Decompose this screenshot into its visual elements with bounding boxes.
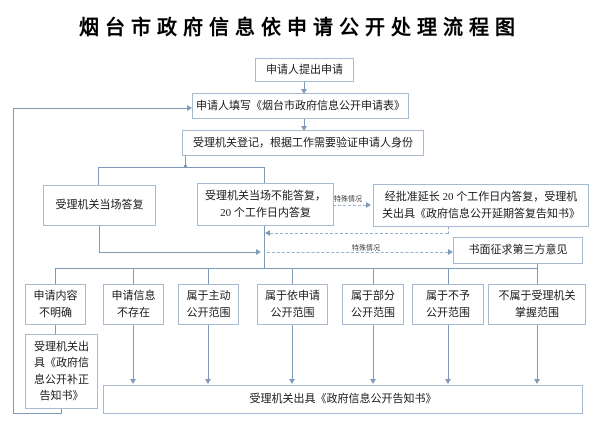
arrow-into-register — [301, 126, 307, 131]
connector-drop-not-disclosed — [448, 268, 449, 284]
connector-drop-unclear — [55, 268, 56, 284]
connector-loop-bottom — [13, 413, 62, 414]
arrow-loop-into-fill-form — [187, 105, 192, 111]
arrow-into-third-party — [448, 249, 453, 255]
connector-to-cannot-reply — [264, 167, 265, 183]
arrow-into-notice-5 — [445, 379, 451, 384]
connector-third-party-to-not-held — [537, 264, 538, 284]
box-category-unclear: 申请内容 不明确 — [25, 284, 86, 325]
connector-not-exist-down — [133, 325, 134, 379]
box-register: 受理机关登记，根据工作需要验证申请人身份 — [182, 130, 424, 156]
connector-unclear-to-supplement — [55, 325, 56, 334]
connector-onsite-down — [99, 226, 100, 252]
connector-supplement-down — [61, 409, 62, 414]
arrow-into-fill-form — [301, 89, 307, 94]
arrow-into-notice-3 — [289, 379, 295, 384]
connector-loop-top — [13, 108, 187, 109]
connector-to-onsite — [98, 167, 99, 185]
connector-loop-left — [13, 108, 14, 414]
dashed-special-case-1 — [333, 205, 366, 206]
box-category-not-held: 不属于受理机关 掌握范围 — [488, 284, 586, 325]
box-fill-form: 申请人填写《烟台市政府信息公开申请表》 — [192, 93, 409, 119]
connector-not-disclosed-down — [448, 325, 449, 379]
connector-cannot-reply-down — [264, 226, 265, 268]
connector-drop-partial — [373, 268, 374, 284]
arrow-into-extended-reply — [366, 202, 371, 208]
connector-partial-down — [373, 325, 374, 379]
connector-drop-upon-request — [292, 268, 293, 284]
connector-top-branch — [98, 167, 265, 168]
connector-apply-to-fill — [304, 82, 305, 91]
box-category-not-disclosed: 属于不予 公开范围 — [412, 284, 484, 325]
box-supplement-notice: 受理机关出 具《政府信 息公开补正 告知书》 — [25, 334, 98, 409]
arrow-into-notice-2 — [205, 379, 211, 384]
box-category-partial: 属于部分 公开范围 — [342, 284, 404, 325]
connector-proactive-down — [208, 325, 209, 379]
dashed-extended-return — [270, 233, 448, 234]
arrow-extended-into-main — [265, 230, 270, 236]
dashed-special-case-2 — [267, 252, 448, 253]
connector-drop-not-exist — [133, 268, 134, 284]
connector-not-held-down — [537, 325, 538, 379]
arrow-into-notice-1 — [130, 379, 136, 384]
connector-category-branch — [55, 268, 538, 269]
box-onsite-reply: 受理机关当场答复 — [43, 185, 156, 226]
box-apply: 申请人提出申请 — [255, 58, 354, 82]
page-title: 烟台市政府信息依申请公开处理流程图 — [79, 17, 521, 39]
connector-onsite-right — [99, 252, 256, 253]
box-seek-third-party-opinion: 书面征求第三方意见 — [453, 237, 583, 264]
connector-drop-proactive — [208, 268, 209, 284]
box-cannot-reply-20days: 受理机关当场不能答复， 20 个工作日内答复 — [197, 183, 334, 226]
arrow-into-notice-4 — [370, 379, 376, 384]
label-special-case-2: 特殊情况 — [352, 244, 380, 252]
box-category-upon-request: 属于依申请 公开范围 — [257, 284, 328, 325]
box-disclosure-notice: 受理机关出具《政府信息公开告知书》 — [103, 385, 583, 414]
arrow-into-notice-6 — [534, 379, 540, 384]
connector-fill-to-register — [304, 119, 305, 127]
arrow-onsite-into-main — [256, 249, 261, 255]
connector-register-drop — [185, 156, 186, 167]
connector-upon-request-down — [292, 325, 293, 379]
box-extended-reply: 经批准延长 20 个工作日内答复，受理机 关出具《政府信息公开延期答复告知书》 — [373, 184, 589, 227]
label-special-case-1: 特殊情况 — [334, 195, 362, 203]
box-category-proactive: 属于主动 公开范围 — [178, 284, 239, 325]
box-category-not-exist: 申请信息 不存在 — [103, 284, 164, 325]
junction-dot-register — [184, 165, 187, 168]
dashed-extended-return-down — [448, 227, 449, 234]
